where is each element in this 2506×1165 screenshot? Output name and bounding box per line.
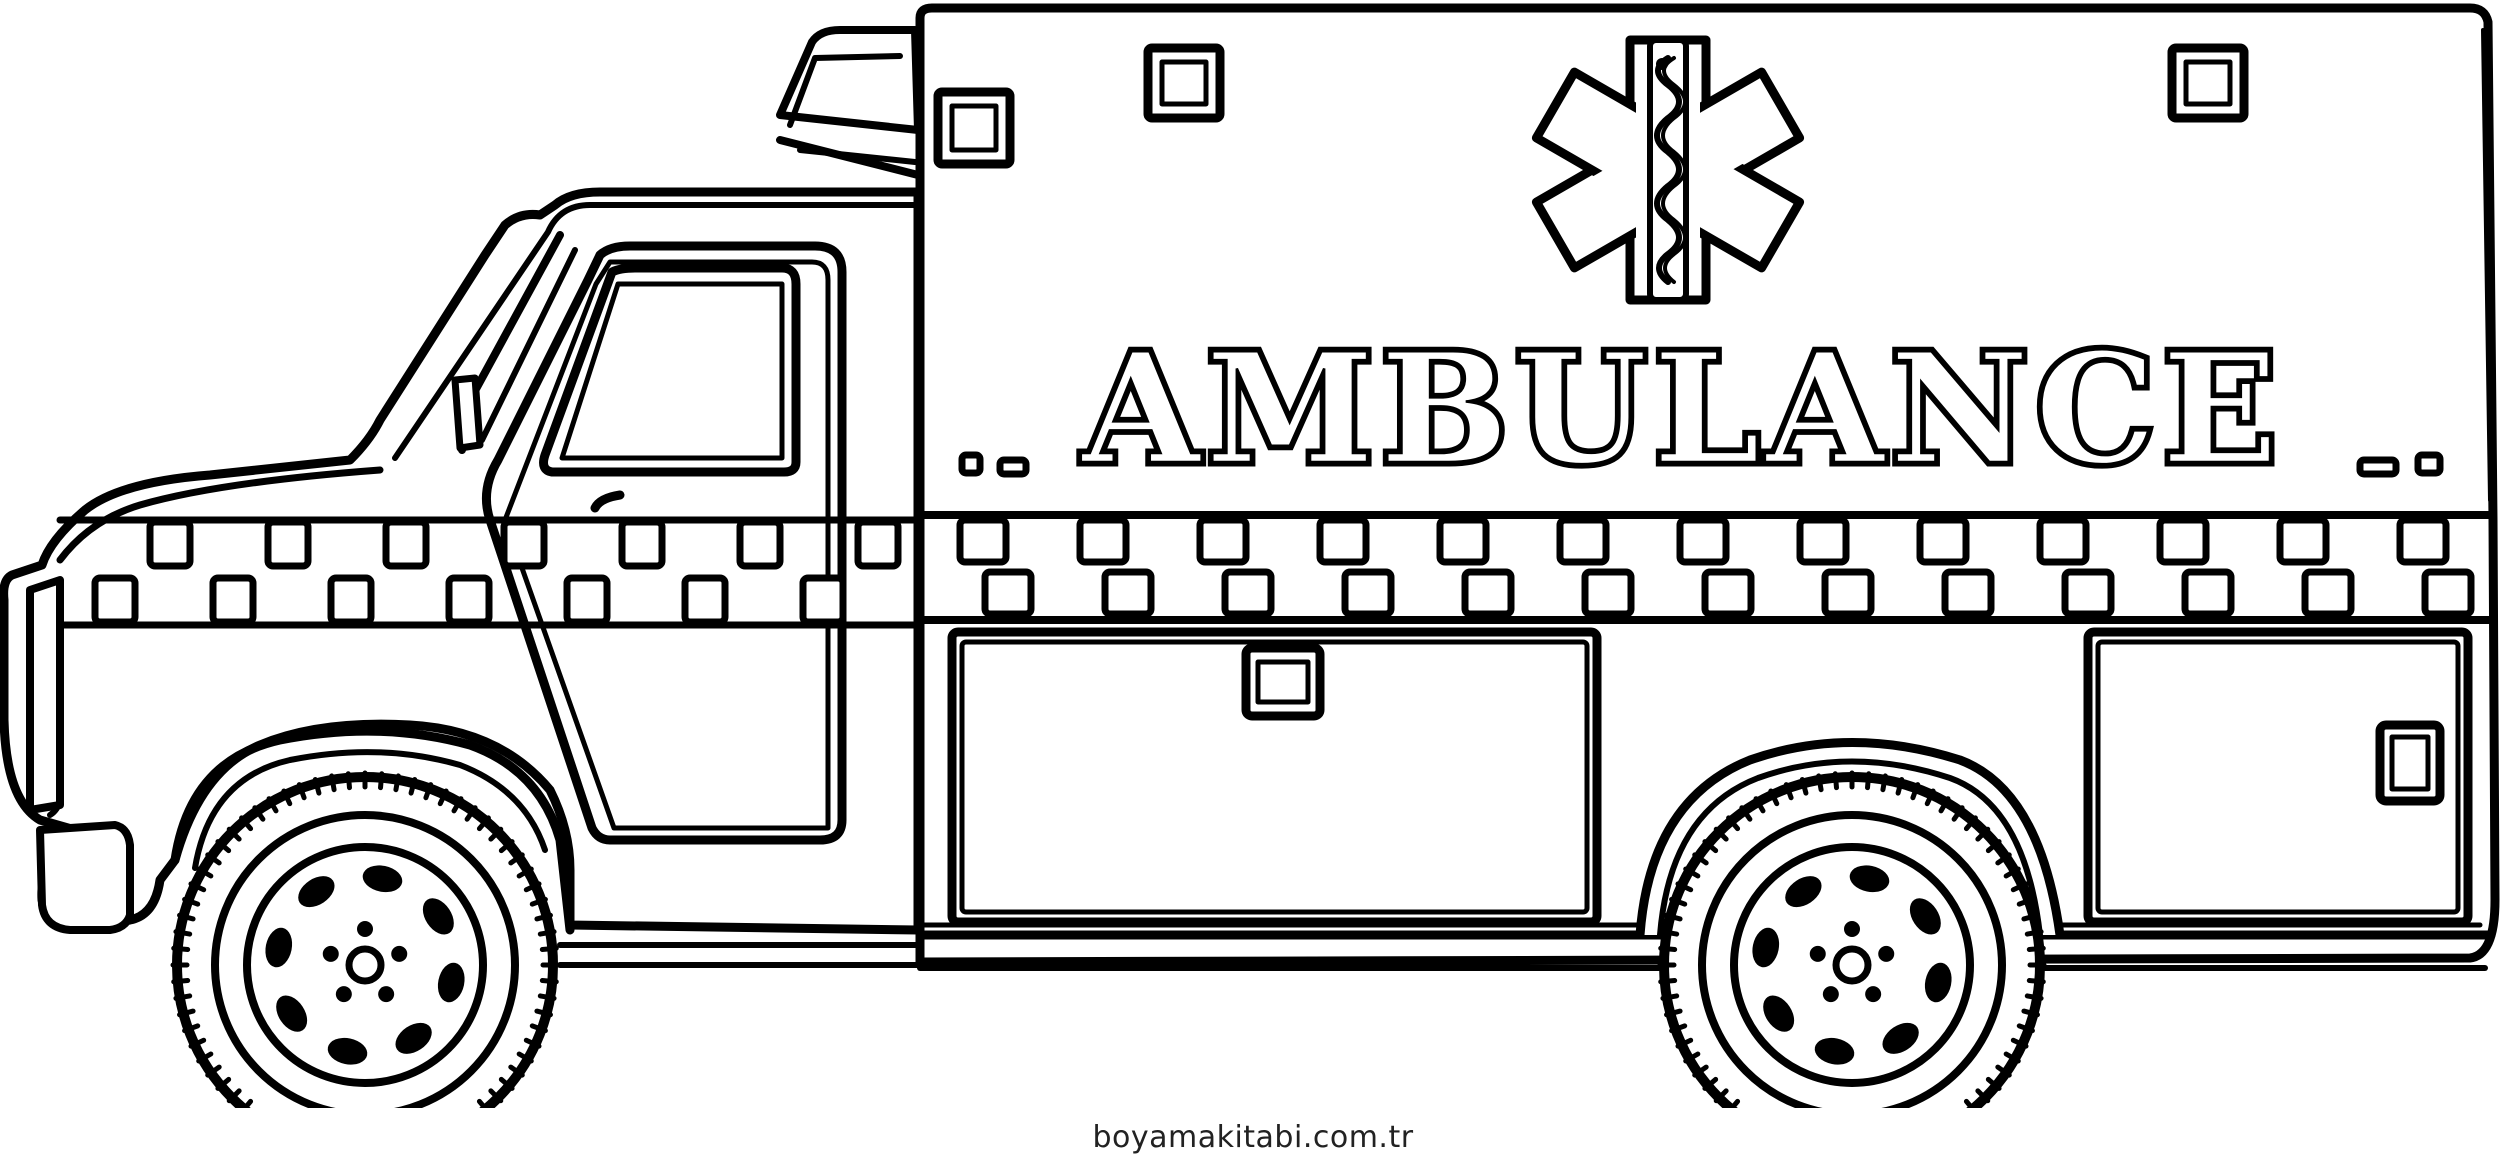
checker-square [2181, 568, 2235, 618]
checker-square [1916, 516, 1970, 566]
checker-square [618, 518, 666, 570]
checker-square [382, 518, 430, 570]
checker-square [500, 518, 548, 570]
checker-square [1436, 516, 1490, 566]
checker-square [1341, 568, 1395, 618]
checker-square [1461, 568, 1515, 618]
roof-light [776, 26, 922, 179]
checker-square [1581, 568, 1635, 618]
checker-square [2036, 516, 2090, 566]
checker-square [327, 574, 375, 626]
checker-square [1101, 568, 1155, 618]
star-of-life-icon [1531, 35, 1805, 305]
checker-square [1556, 516, 1610, 566]
checker-square [2421, 568, 2475, 618]
checker-square [264, 518, 312, 570]
checker-square [209, 574, 257, 626]
checker-square [1796, 516, 1850, 566]
checker-square [956, 516, 1010, 566]
checker-square [1821, 568, 1875, 618]
checker-square [2301, 568, 2355, 618]
ambulance-cab [0, 187, 923, 968]
front-wheel [170, 770, 560, 1160]
checker-square [1316, 516, 1370, 566]
checker-square [1221, 568, 1275, 618]
checker-square [2396, 516, 2450, 566]
checker-square [1941, 568, 1995, 618]
watermark: boyamakitabi.com.tr [1092, 1120, 1414, 1155]
ambulance-text: AMBULANCE [1080, 319, 2284, 498]
checker-square [981, 568, 1035, 618]
checker-square [681, 574, 729, 626]
cab-checker-band [56, 516, 922, 629]
checker-square [1701, 568, 1755, 618]
side-compartments [947, 627, 2473, 927]
checker-square [146, 518, 194, 570]
checker-square [736, 518, 784, 570]
ambulance-label: AMBULANCE AMBULANCE [958, 315, 2444, 503]
checker-square [799, 574, 847, 626]
checker-square [1076, 516, 1130, 566]
checker-square [445, 574, 493, 626]
checker-square [91, 574, 139, 626]
ambulance-text-inner: AMBULANCE [1080, 319, 2284, 498]
checker-square [1196, 516, 1250, 566]
checker-square [1676, 516, 1730, 566]
checker-square [854, 518, 902, 570]
checker-square [563, 574, 611, 626]
box-checker-band [914, 511, 2494, 624]
rear-wheel [1657, 770, 2047, 1160]
checker-square [2276, 516, 2330, 566]
checker-square [2156, 516, 2210, 566]
checker-square [2061, 568, 2115, 618]
box-top-windows [933, 43, 2249, 169]
